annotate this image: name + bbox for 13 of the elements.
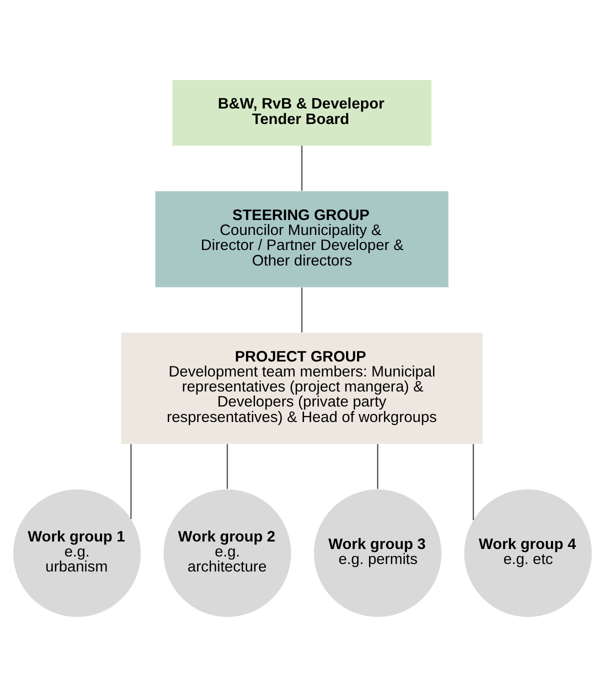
node-box: STEERING GROUP Councilor Municipality & Director / Partner Developer & Other directors	[155, 191, 448, 288]
node-circle: Work group 3 e.g. permits	[314, 489, 442, 617]
node-box: PROJECT GROUP Development team members: Municipal representatives (project mangera) & Developers (private party respresentatives) & Head of workgroups	[121, 332, 483, 444]
node-circle: Work group 2 e.g. architecture	[164, 489, 292, 617]
connector	[301, 288, 302, 332]
connector	[130, 444, 132, 520]
node-circle: Work group 1 e.g. urbanism	[13, 489, 141, 617]
connector	[377, 444, 378, 489]
connector	[226, 444, 228, 489]
node-box: B&W, RvB & Develepor Tender Board	[172, 80, 432, 146]
node-circle: Work group 4 e.g. etc	[464, 489, 592, 617]
connector	[472, 444, 474, 520]
connector	[301, 146, 302, 191]
